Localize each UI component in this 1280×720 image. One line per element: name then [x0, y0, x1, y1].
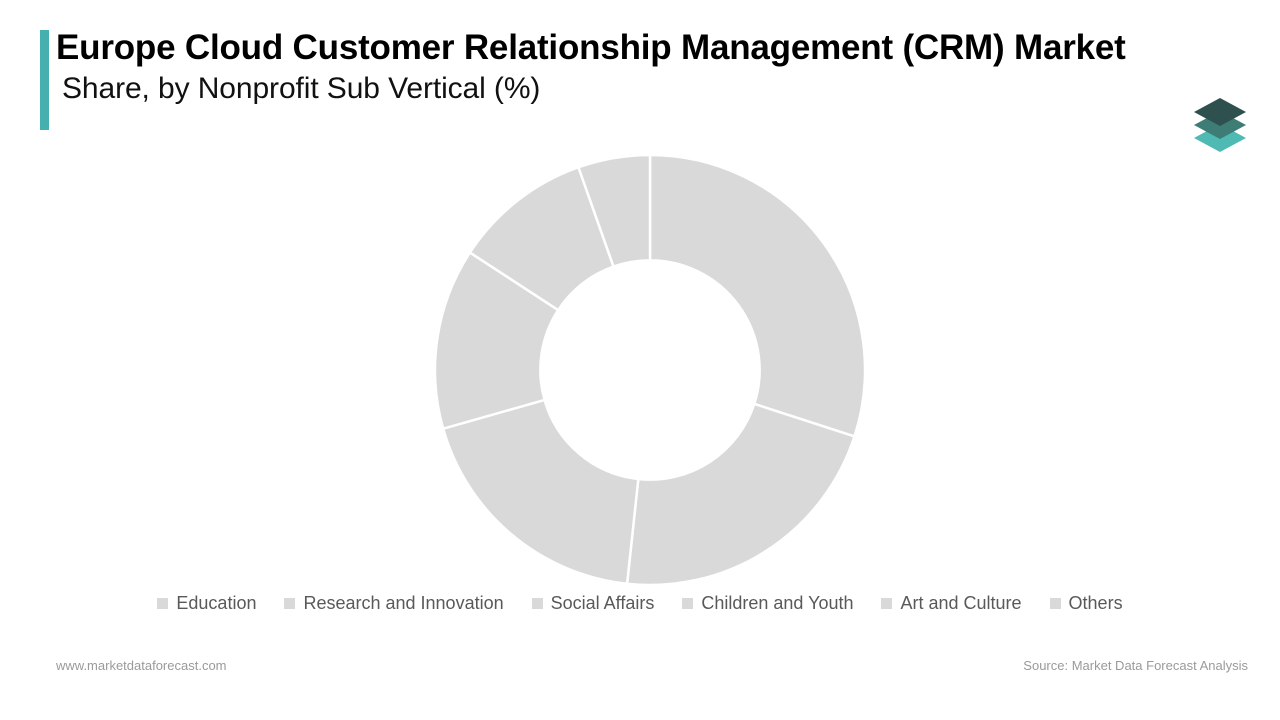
page-subtitle: Share, by Nonprofit Sub Vertical (%) [62, 72, 541, 105]
donut-slice[interactable] [648, 153, 867, 439]
legend-swatch-icon [1049, 597, 1061, 609]
chart-area [0, 140, 1280, 587]
logo-diamond-top [1194, 98, 1246, 126]
page-title-rest: Cloud Customer Relationship Management (… [175, 28, 1126, 67]
legend-item[interactable]: Others [1049, 592, 1123, 614]
logo-layer-top [1194, 98, 1246, 126]
legend-swatch-icon [284, 597, 296, 609]
page-header: Europe Cloud Customer Relationship Manag… [40, 28, 1270, 132]
donut-slice[interactable] [625, 402, 857, 587]
donut-slice[interactable] [433, 250, 560, 431]
legend-item[interactable]: Research and Innovation [284, 592, 504, 614]
stacked-layers-icon [1194, 98, 1246, 152]
legend-item[interactable]: Art and Culture [881, 592, 1022, 614]
legend-item-label: Art and Culture [900, 593, 1022, 613]
footer-website[interactable]: www.marketdataforecast.com [56, 658, 227, 673]
chart-legend: Education Research and Innovation Social A… [0, 592, 1280, 614]
page-title-region: Europe [56, 28, 176, 67]
donut-chart-svg [433, 153, 867, 587]
page-footer: www.marketdataforecast.com Source: Marke… [0, 655, 1280, 685]
legend-swatch-icon [531, 597, 543, 609]
legend-swatch-icon [881, 597, 893, 609]
legend-item-label: Others [1068, 593, 1123, 613]
donut-slice[interactable] [576, 153, 652, 269]
footer-source: Source: Market Data Forecast Analysis [1023, 658, 1248, 673]
legend-item-label: Children and Youth [701, 593, 854, 613]
legend-item[interactable]: Education [157, 592, 256, 614]
legend-swatch-icon [157, 597, 169, 609]
donut-slice[interactable] [441, 398, 640, 586]
legend-item[interactable]: Children and Youth [682, 592, 853, 614]
page-title: Europe Cloud Customer Relationship Manag… [56, 26, 1280, 70]
donut-chart [433, 153, 867, 587]
title-block: Europe Cloud Customer Relationship Manag… [56, 26, 1280, 108]
legend-item-label: Social Affairs [550, 593, 655, 613]
title-accent-bar [40, 30, 49, 130]
stacked-layers-logo [1188, 94, 1252, 156]
legend-item-label: Research and Innovation [303, 593, 504, 613]
legend-item[interactable]: Social Affairs [531, 592, 655, 614]
legend-item-label: Education [176, 593, 257, 613]
legend-swatch-icon [682, 597, 694, 609]
